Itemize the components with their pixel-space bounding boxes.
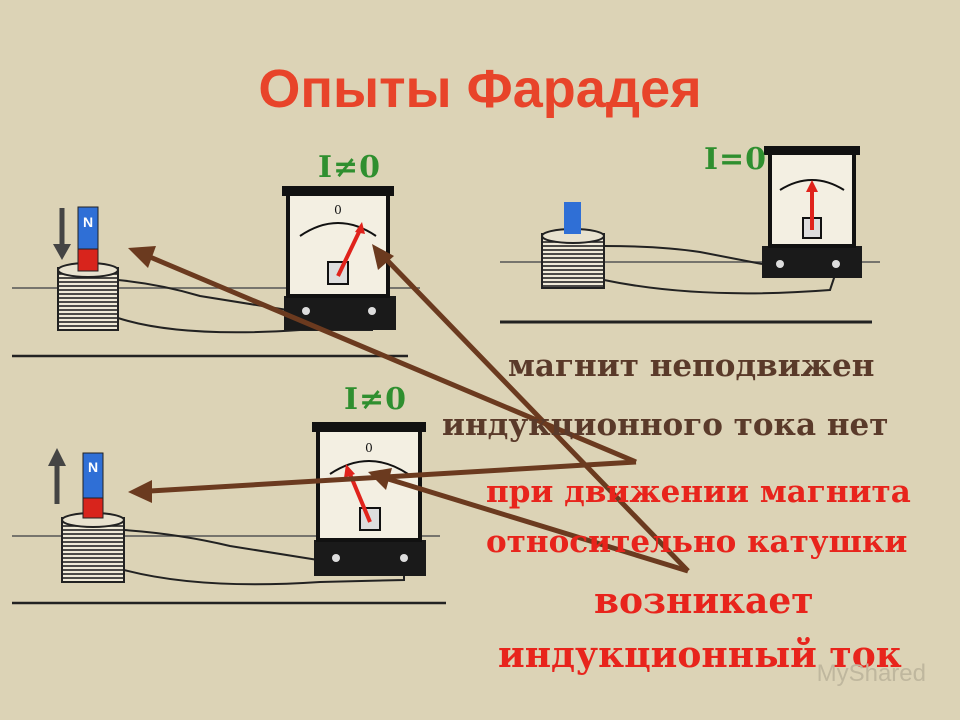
wire (117, 279, 301, 313)
page-title: Опыты Фарадея (258, 59, 702, 119)
experiment-2 (500, 146, 880, 324)
galvanometer-top (764, 146, 860, 155)
motion-arrow-head (53, 244, 71, 260)
terminal (332, 554, 340, 562)
needle-tip (344, 464, 355, 478)
caption-induced-current: индукционный ток (498, 634, 902, 676)
wire (123, 529, 319, 561)
scale-zero: 0 (334, 203, 342, 217)
caption-no-current: индукционного тока нет (442, 407, 889, 443)
magnet-letter: N (88, 459, 98, 475)
terminal (368, 307, 376, 315)
magnet (564, 202, 581, 234)
pointer-arrow (384, 475, 689, 574)
caption-arises: возникает (594, 580, 814, 622)
experiment-1: N 0 (12, 186, 420, 358)
galvanometer-base (284, 296, 396, 330)
terminal (776, 260, 784, 268)
current-label-2: I=0 (704, 142, 768, 177)
galvanometer-case (286, 192, 390, 298)
needle-tip (355, 222, 365, 234)
magnet-letter: N (83, 214, 93, 230)
wire (603, 271, 837, 295)
caption-when-moving: при движении магнита (486, 474, 911, 510)
pointer-arrow (149, 459, 637, 494)
terminal (832, 260, 840, 268)
coil (61, 517, 125, 583)
scale-arc (299, 222, 377, 237)
wire (117, 312, 373, 334)
terminal (400, 554, 408, 562)
magnet-north (77, 206, 99, 250)
caption-magnet-still: магнит неподвижен (508, 348, 875, 384)
coil (57, 267, 119, 331)
needle-tip (806, 180, 818, 192)
current-label-1: I≠0 (318, 150, 382, 185)
pointer-arrow-head (128, 246, 156, 268)
needle (348, 473, 372, 523)
pointer-arrows (128, 244, 690, 574)
pointer-arrow-head (372, 244, 394, 270)
experiment-3: N 0 (12, 422, 446, 605)
scale-arc (329, 460, 409, 475)
pointer-arrow (149, 254, 637, 465)
watermark: MyShared (816, 660, 926, 687)
galvanometer-base (314, 540, 426, 576)
needle (336, 229, 362, 277)
wire (123, 560, 405, 586)
wire (603, 245, 763, 265)
galvanometer-top (282, 186, 394, 196)
current-label-3: I≠0 (344, 382, 408, 417)
magnet-south (82, 497, 104, 519)
pointer-arrow (383, 256, 690, 573)
magnet-north (82, 452, 104, 499)
pointer-arrow-head (368, 468, 392, 490)
magnet-south (77, 248, 99, 272)
galvanometer-top (312, 422, 426, 432)
pointer-arrow-head (128, 480, 152, 503)
caption-relative-coil: относительно катушки (486, 524, 908, 560)
terminal (302, 307, 310, 315)
scale-zero: 0 (365, 441, 373, 455)
motion-arrow-head (48, 448, 66, 466)
